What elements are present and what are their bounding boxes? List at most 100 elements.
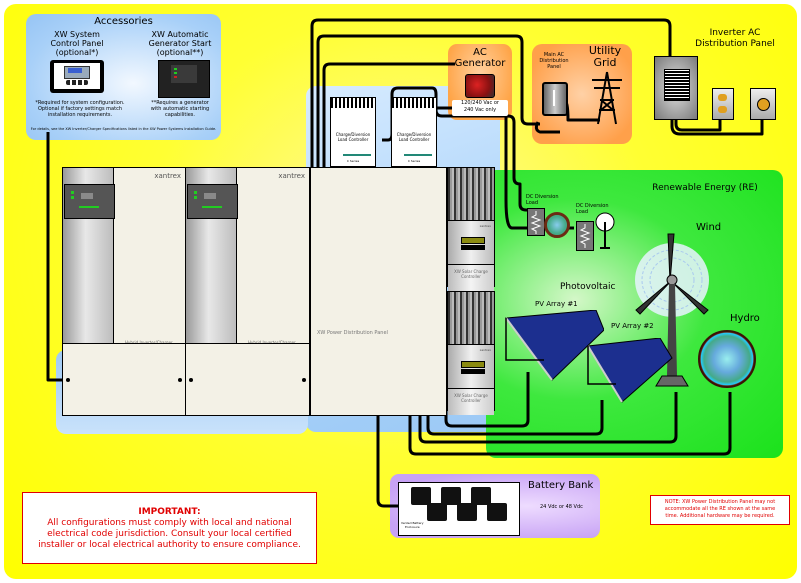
important-line-2: electrical code jurisdiction. Consult yo… xyxy=(47,529,292,539)
ags-note-l3: capabilities. xyxy=(164,112,195,118)
breaker-panel-icon xyxy=(654,56,698,120)
transmission-tower-icon xyxy=(592,71,622,125)
wire-cc1 xyxy=(382,86,530,212)
solar-charge-controller-1: xantrex XW Solar Charge Controller xyxy=(447,167,495,291)
pv-array-2-label: PV Array #2 xyxy=(611,322,654,330)
inverter-1-control-panel xyxy=(64,184,115,219)
wire-gen-panel xyxy=(534,121,560,134)
cc1-series: C Series xyxy=(346,159,360,163)
dc-load-2-label: DC Diversion Load xyxy=(576,203,608,215)
charge-controller-2: Charge/Diversion Load Controller C Serie… xyxy=(391,97,437,167)
scc2-label-l2: Controller xyxy=(461,398,481,403)
scc2-label-l1: XW Solar Charge xyxy=(454,393,488,398)
dc-diversion-load-2 xyxy=(576,221,594,251)
scp-note-l1: *Required for system configuration. xyxy=(35,100,125,106)
charge-controller-1: Charge/Diversion Load Controller C Serie… xyxy=(330,97,376,167)
wire-batt xyxy=(376,410,398,508)
cc2-label-l1: Charge/Diversion xyxy=(396,132,432,137)
renewable-title: Renewable Energy (RE) xyxy=(652,183,758,193)
duplex-outlet-icon xyxy=(712,88,734,120)
wire-wind xyxy=(418,392,678,444)
cc1-label-l2: Load Controller xyxy=(337,137,369,142)
scc1-label-l2: Controller xyxy=(461,274,481,279)
dc-load-1-l1: DC Diversion xyxy=(526,194,559,200)
important-line-1: All configurations must comply with loca… xyxy=(47,518,292,528)
dc-diversion-load-1 xyxy=(527,208,545,236)
accessories-title: Accessories xyxy=(94,16,153,27)
inverter-2-label: Hybrid Inverter/Charger xyxy=(248,340,296,345)
scc1-brand: xantrex xyxy=(479,224,491,228)
wire-hydro xyxy=(408,392,732,456)
scc2-brand: xantrex xyxy=(479,348,491,352)
wind-turbine-icon xyxy=(635,233,709,387)
scp-title: XW System Control Panel (optional*) xyxy=(42,30,112,57)
inverter-2-control-panel xyxy=(187,184,238,219)
small-hydro-icon xyxy=(544,212,570,238)
scc1-buttons xyxy=(461,245,485,250)
scc1-label-l1: XW Solar Charge xyxy=(454,269,488,274)
enclosure-l1: Vented Battery xyxy=(401,521,424,525)
main-ac-panel-icon xyxy=(542,82,568,116)
hydro-icon xyxy=(698,330,756,388)
pdp-note: NOTE: XW Power Distribution Panel may no… xyxy=(650,495,790,525)
wire-ac-out xyxy=(310,18,672,175)
solar-charge-controller-2: xantrex XW Solar Charge Controller xyxy=(447,291,495,415)
ac-generator-title-l1: AC xyxy=(473,47,487,58)
dc-load-2-l2: Load xyxy=(576,209,588,215)
wire-gen xyxy=(322,62,455,175)
scc1-label: XW Solar Charge Controller xyxy=(448,264,494,291)
inverter-ac-panel-title-l1: Inverter AC xyxy=(709,28,761,38)
scc1-display xyxy=(461,237,485,244)
inverter-1-brand: xantrex xyxy=(154,172,181,180)
generator-rating: 120/240 Vac or 240 Vac only xyxy=(452,100,508,116)
ags-title: XW Automatic Generator Start (optional**… xyxy=(140,30,220,57)
utility-grid-title-l1: Utility xyxy=(588,44,622,57)
scc2-display xyxy=(461,361,485,368)
ac-generator-title-l2: Generator xyxy=(454,58,506,69)
ags-title-l1: XW Automatic xyxy=(151,30,209,39)
ags-title-l3: (optional**) xyxy=(156,48,204,57)
battery-bank-title: Battery Bank xyxy=(528,480,594,491)
main-ac-panel-l1: Main AC xyxy=(543,52,565,58)
pv-array-2-icon xyxy=(587,338,673,403)
generator-rating-l2: 240 Vac only xyxy=(463,107,497,113)
ags-note-l1: **Requires a generator xyxy=(151,100,209,106)
inverter-ac-panel-title-l2: Distribution Panel xyxy=(695,39,775,49)
pv-array-1-icon xyxy=(505,310,604,381)
cc1-label: Charge/Diversion Load Controller xyxy=(331,132,375,142)
important-line-3: installer or local electrical authority … xyxy=(38,540,301,550)
note-line-2: accommodate all the RE shown at the same xyxy=(664,506,776,512)
pv-array-1-label: PV Array #1 xyxy=(535,300,578,308)
inverter-2-brand: xantrex xyxy=(278,172,305,180)
photovoltaic-label: Photovoltaic xyxy=(560,282,616,292)
scp-note-l2: Optional if factory settings match xyxy=(37,106,122,112)
ags-note: **Requires a generator with automatic st… xyxy=(140,100,220,118)
pdp-label: XW Power Distribution Panel xyxy=(317,330,388,336)
generator-rating-l1: 120/240 Vac or xyxy=(461,100,499,106)
main-ac-panel-l3: Panel xyxy=(547,64,561,70)
power-distribution-panel: XW Power Distribution Panel xyxy=(310,167,447,416)
wind-label: Wind xyxy=(696,222,722,233)
hydro-label: Hydro xyxy=(730,313,760,324)
important-title: IMPORTANT: xyxy=(138,507,201,517)
twist-lock-outlet-icon xyxy=(750,88,776,120)
cc2-label: Charge/Diversion Load Controller xyxy=(392,132,436,142)
small-wind-turbine-icon xyxy=(595,212,615,249)
cc1-label-l1: Charge/Diversion xyxy=(335,132,371,137)
inverter-2-wiring-box xyxy=(185,343,310,416)
wire-pv2 xyxy=(426,400,604,436)
inverter-1-label: Hybrid Inverter/Charger xyxy=(125,340,173,345)
dc-load-1-l2: Load xyxy=(526,200,538,206)
scp-title-l2: Control Panel xyxy=(50,39,104,48)
inverter-charger-1: xantrex Hybrid Inverter/Charger xyxy=(62,167,186,349)
inverter-charger-2: xantrex Hybrid Inverter/Charger xyxy=(185,167,310,349)
scp-title-l3: (optional*) xyxy=(55,48,99,57)
scp-note-l3: installation requirements. xyxy=(47,112,113,118)
scc2-buttons xyxy=(461,369,485,374)
utility-grid-title-l2: Grid xyxy=(593,56,617,69)
ac-generator-title: AC Generator xyxy=(448,47,512,69)
system-control-panel-image xyxy=(50,60,104,93)
main-ac-panel-l2: Distribution xyxy=(539,58,569,64)
battery-enclosure-label: Vented Battery Enclosure xyxy=(401,521,424,529)
